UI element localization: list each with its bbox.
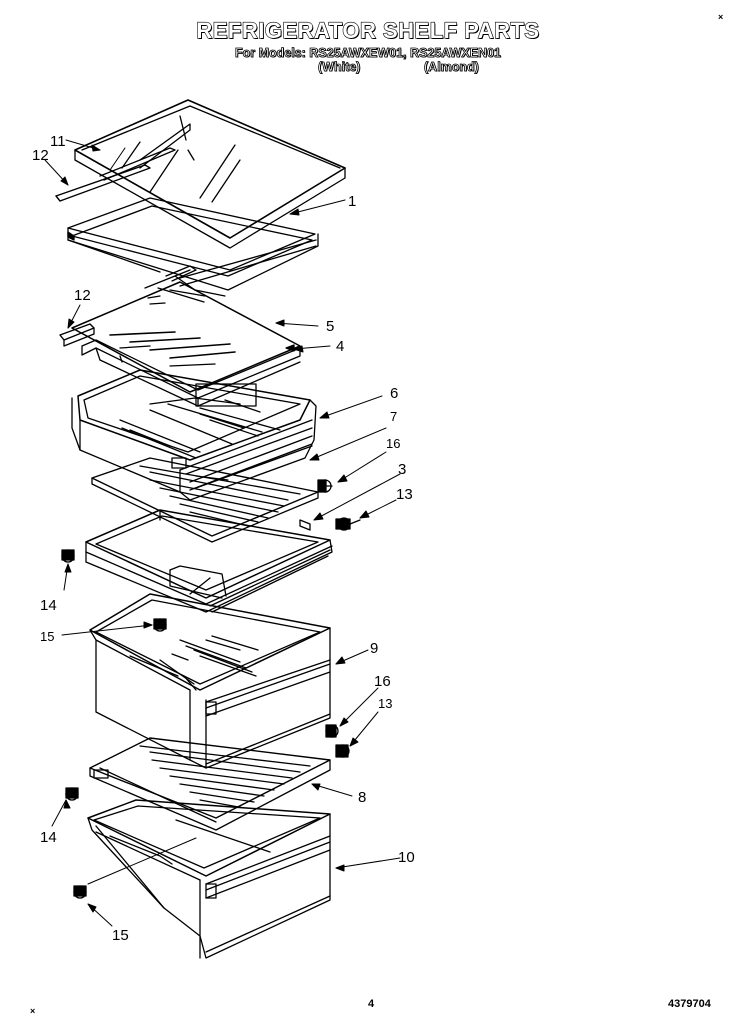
corner-mark-top: × bbox=[718, 12, 724, 22]
part-8-drawer-cover bbox=[89, 737, 331, 831]
callout-12-upper: 12 bbox=[32, 147, 49, 164]
color-white-label: (White) bbox=[318, 60, 361, 75]
part-15-screw-upper bbox=[153, 618, 167, 632]
callout-11: 11 bbox=[50, 133, 66, 150]
callout-13-lower: 13 bbox=[378, 696, 392, 711]
callout-6: 6 bbox=[390, 385, 398, 402]
part-13-bolt-lower bbox=[335, 744, 350, 758]
leader-lines bbox=[44, 139, 401, 927]
part-6-crisper-pan bbox=[71, 369, 317, 501]
callout-14-upper: 14 bbox=[40, 597, 57, 614]
part-12-trim-strip-lower bbox=[59, 323, 95, 347]
callout-5: 5 bbox=[326, 318, 334, 335]
callout-10: 10 bbox=[398, 849, 415, 866]
part-shelf-bracket bbox=[144, 265, 226, 297]
part-10-meat-pan bbox=[87, 799, 331, 959]
part-15-screw-lower bbox=[73, 885, 87, 899]
callout-16-upper: 16 bbox=[386, 436, 400, 451]
page-title: REFRIGERATOR SHELF PARTS bbox=[196, 17, 540, 43]
part-9-vegetable-drawer bbox=[89, 565, 331, 769]
callout-16-lower: 16 bbox=[374, 673, 391, 690]
callout-8: 8 bbox=[358, 789, 366, 806]
callout-13-upper: 13 bbox=[396, 486, 413, 503]
callout-9: 9 bbox=[370, 640, 378, 657]
part-number: 4379704 bbox=[668, 998, 711, 1010]
callout-15-upper: 15 bbox=[40, 629, 54, 644]
part-14-bolt-lower bbox=[65, 787, 79, 801]
callout-1: 1 bbox=[348, 193, 356, 210]
callout-12-lower: 12 bbox=[74, 287, 91, 304]
part-7-crisper-cover bbox=[91, 457, 319, 543]
part-12-trim-strip-upper bbox=[55, 164, 151, 202]
corner-mark-bottom: × bbox=[30, 1006, 36, 1016]
part-5-glass-panel bbox=[71, 281, 301, 393]
page-number: 4 bbox=[368, 998, 375, 1010]
callout-15-lower: 15 bbox=[112, 927, 129, 944]
callout-3: 3 bbox=[398, 461, 406, 478]
callout-4: 4 bbox=[336, 338, 344, 355]
part-16-screw-lower bbox=[325, 724, 339, 738]
part-13-bolt-upper bbox=[335, 517, 361, 531]
callout-labels: 11 12 1 12 5 4 6 7 16 3 13 14 15 9 16 13… bbox=[32, 133, 415, 944]
callout-14-lower: 14 bbox=[40, 829, 57, 846]
part-11-front-trim bbox=[99, 147, 176, 181]
part-3-cover-frame bbox=[85, 509, 333, 613]
part-4-shelf-frame bbox=[81, 339, 301, 407]
part-1-glass-shelf bbox=[67, 99, 346, 303]
part-16-screw-upper bbox=[317, 479, 333, 493]
callout-7: 7 bbox=[390, 409, 397, 424]
models-line: For Models: RS25AWXEW01, RS25AWXEN01 bbox=[234, 46, 502, 61]
color-almond-label: (Almond) bbox=[424, 60, 480, 75]
part-14-bolt-upper bbox=[61, 549, 75, 563]
